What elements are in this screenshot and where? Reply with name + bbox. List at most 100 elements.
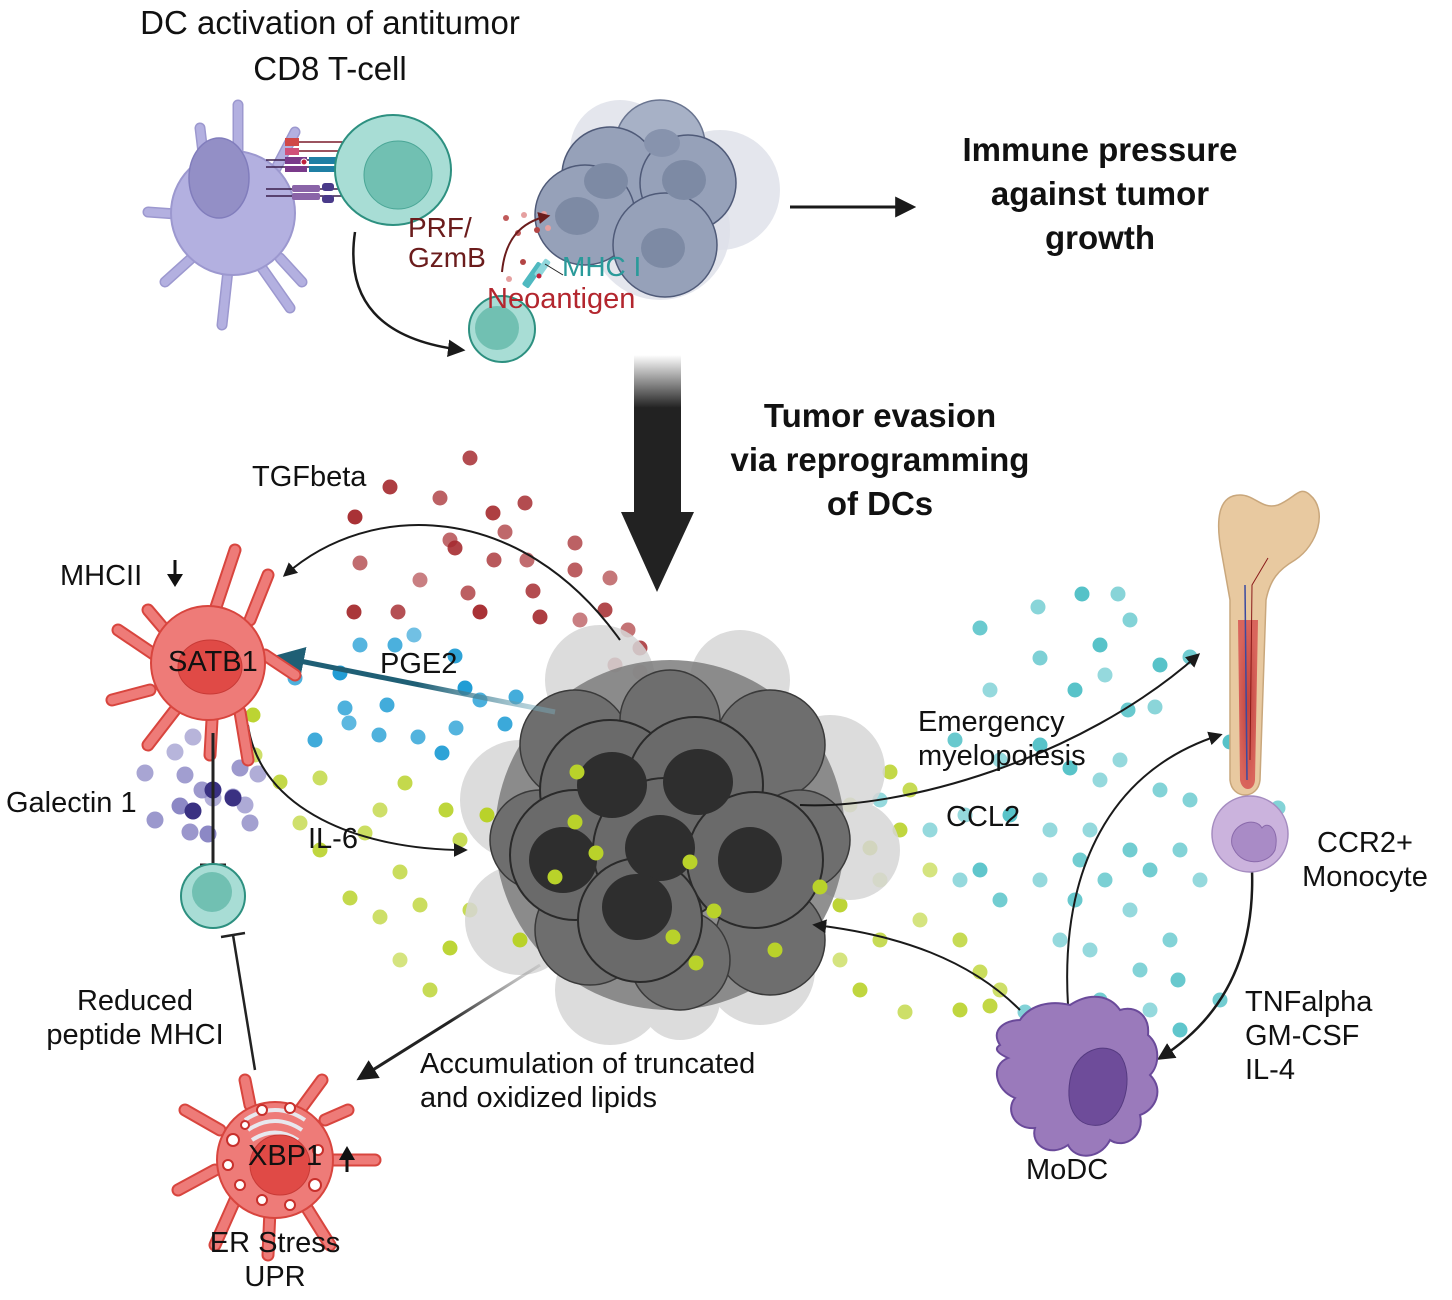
modc-cell — [995, 995, 1159, 1157]
il6-dot — [832, 952, 848, 968]
tgfbeta-dot — [497, 524, 513, 540]
reduced-line2: peptide MHCI — [46, 1019, 224, 1051]
ccl2-dot — [1120, 702, 1136, 718]
dc-nucleus — [188, 137, 250, 219]
tgfbeta-dot — [525, 583, 541, 599]
galectin-dot — [171, 797, 189, 815]
activated-t-cell — [468, 295, 536, 363]
ccl2-dot — [982, 682, 998, 698]
ccl2-dot — [952, 872, 968, 888]
il6-dot — [392, 864, 408, 880]
il6-dot — [767, 942, 783, 958]
ccl2-dot — [1170, 972, 1186, 988]
il6-dot — [372, 909, 388, 925]
inhibited-t-cell — [180, 863, 246, 929]
tgfbeta-dot — [432, 490, 448, 506]
il6-dot — [312, 770, 328, 786]
dendritic-cell-activating — [142, 99, 308, 331]
il6-dot — [547, 869, 563, 885]
ccl2-dot — [1067, 682, 1083, 698]
ccr2-line2: Monocyte — [1302, 861, 1428, 893]
tgfbeta-dot — [462, 450, 478, 466]
il6-dot — [588, 845, 604, 861]
gzmb-label: GzmB — [408, 242, 486, 273]
il6-dot — [342, 890, 358, 906]
ccl2-dot — [1042, 822, 1058, 838]
ccl2-dot — [1142, 1002, 1158, 1018]
tgfbeta-dot — [602, 570, 618, 586]
il6-dot — [706, 903, 722, 919]
tgfbeta-dot — [447, 540, 463, 556]
reduced-line1: Reduced — [76, 985, 194, 1017]
ccl2-dot — [1182, 792, 1198, 808]
il6-dot — [982, 998, 998, 1014]
ccl2-dot — [957, 807, 973, 823]
ccl2-dot — [1172, 1022, 1188, 1038]
pge2-dot — [307, 732, 323, 748]
galectin-dot — [136, 764, 154, 782]
il6-dot — [569, 764, 585, 780]
galectin-dot — [249, 765, 267, 783]
satb1-dendritic-cell — [105, 543, 302, 767]
il6-dot — [292, 815, 308, 831]
il6-dot — [372, 802, 388, 818]
prf-gzmb-label: PRF/ GzmB — [408, 213, 486, 273]
tgfbeta-dot — [567, 562, 583, 578]
ccl2-dot — [1062, 760, 1078, 776]
il6-dot — [272, 774, 288, 790]
il6-dot — [682, 854, 698, 870]
ccl2-dot — [1030, 599, 1046, 615]
pge2-dot — [337, 700, 353, 716]
pge2-label: PGE2 — [380, 648, 458, 680]
galectin-dot — [166, 743, 184, 761]
il6-arrow — [247, 724, 468, 857]
modc-to-tumor-arrow — [812, 919, 1021, 1011]
tgfbeta-dot — [347, 509, 363, 525]
activation-arrow — [352, 231, 466, 357]
tgfbeta-arrow — [282, 524, 621, 641]
il6-dot — [438, 802, 454, 818]
il6-dot — [992, 982, 1008, 998]
ccl2-dot — [1052, 932, 1068, 948]
perforin-arrow — [501, 212, 551, 273]
il6-dot — [442, 940, 458, 956]
ccl2-dot — [1082, 942, 1098, 958]
pge2-dot — [434, 745, 450, 761]
ccl2-dot — [1122, 902, 1138, 918]
xbp1-dendritic-cell — [171, 1073, 382, 1262]
ccl2-dot — [1162, 932, 1178, 948]
ccl2-dot — [1002, 807, 1018, 823]
il6-dot — [422, 982, 438, 998]
pge2-dot — [341, 715, 357, 731]
tumor-cluster-top — [534, 99, 780, 300]
upr-line: UPR — [244, 1261, 306, 1293]
pge2-dot — [387, 637, 403, 653]
top-title-line2: CD8 T-cell — [253, 50, 407, 87]
il6-dot — [912, 912, 928, 928]
galectin-dot — [146, 811, 164, 829]
tnfalpha-label: TNFalpha — [1245, 986, 1373, 1018]
immune-pressure-label: Immune pressure against tumor growth — [925, 128, 1275, 260]
il4-label: IL-4 — [1245, 1054, 1295, 1086]
galectin-dot — [224, 789, 242, 807]
il6-dot — [512, 932, 528, 948]
tgfbeta-dot — [572, 612, 588, 628]
il6-dot — [665, 929, 681, 945]
galectin-dot — [184, 728, 202, 746]
pge2-dot — [497, 716, 513, 732]
modc-to-bone-arrow — [1066, 731, 1223, 1006]
il6-dot — [922, 862, 938, 878]
pge2-dot — [379, 697, 395, 713]
ccl2-dot — [1032, 650, 1048, 666]
pge2-dot — [406, 627, 422, 643]
il6-dot — [852, 982, 868, 998]
il6-dot — [245, 707, 261, 723]
immune-pressure-line3: growth — [1045, 219, 1155, 256]
tumor-mass-center — [460, 625, 900, 1045]
il6-dot — [812, 879, 828, 895]
ccl2-dot — [972, 862, 988, 878]
il6-dot — [567, 814, 583, 830]
tgfbeta-label: TGFbeta — [252, 461, 367, 493]
lipids-label: Accumulation of truncated and oxidized l… — [420, 1047, 755, 1115]
ccl2-dot — [992, 752, 1008, 768]
